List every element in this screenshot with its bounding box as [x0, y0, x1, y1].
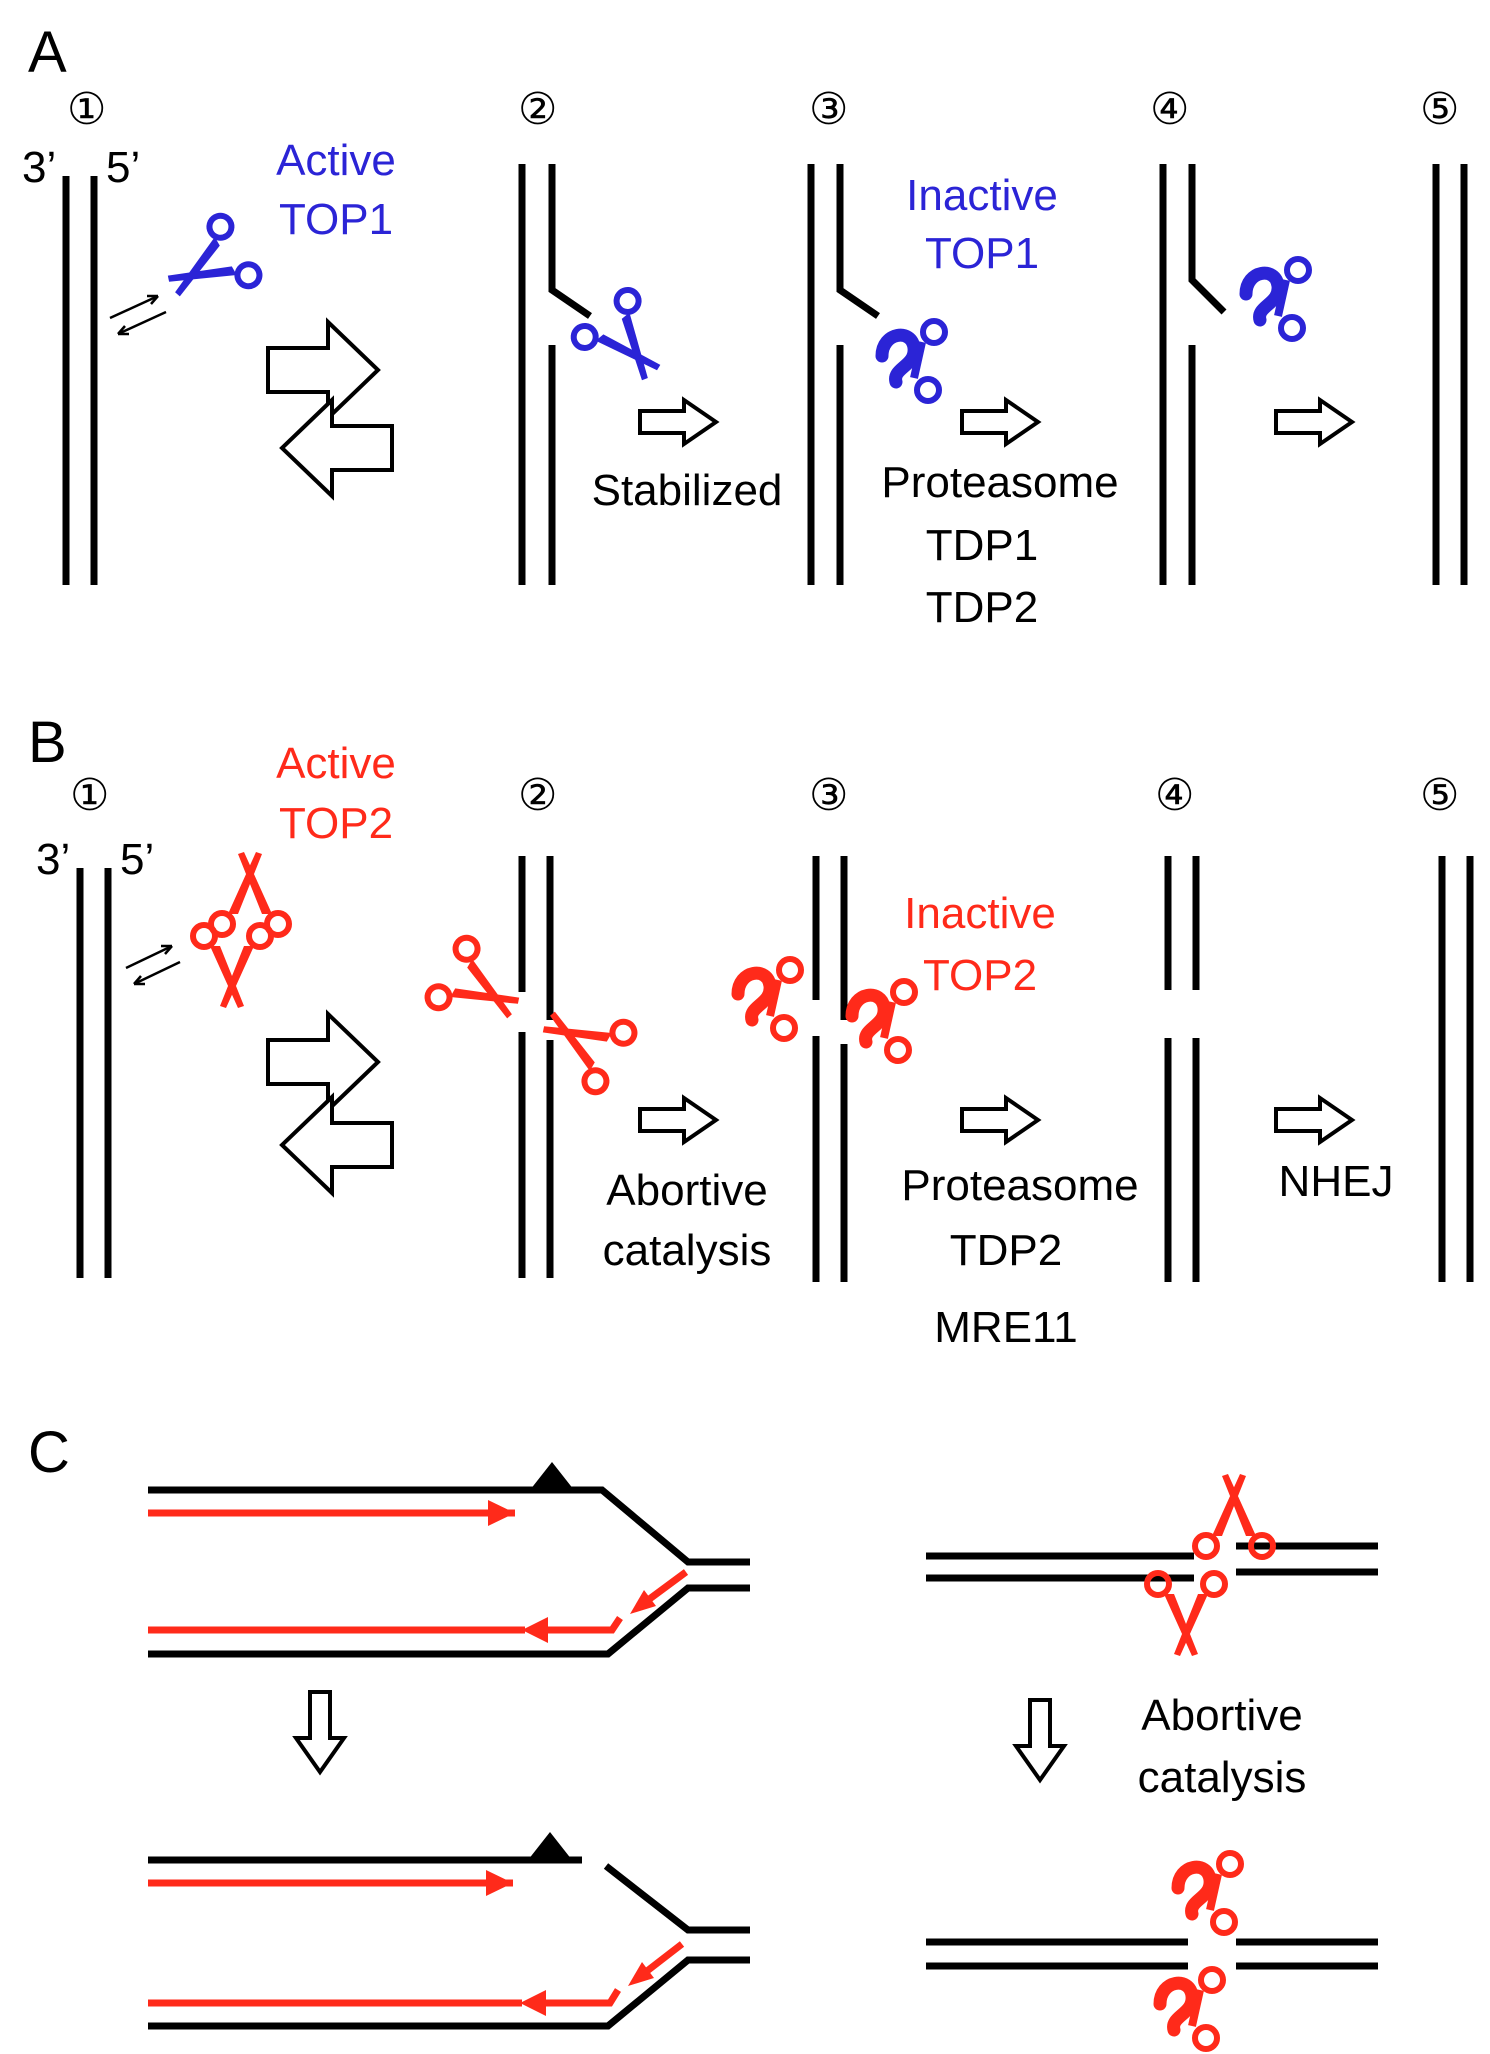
dna-top2-trapped-c [926, 1938, 1378, 1970]
small-arrow-icon-a3 [960, 398, 1040, 446]
active-top1-scissors-icon [153, 212, 264, 321]
top2-cleavage-scissors-icon-right [528, 987, 639, 1096]
dna-dsb-b4 [1164, 856, 1200, 1282]
replication-fork-top [148, 1462, 750, 1658]
dna-nicked-a4 [1159, 164, 1227, 585]
active-top2-label: Active [276, 739, 396, 788]
active-top2-label-2: TOP2 [279, 799, 393, 848]
active-top2-scissors-icon-bottom [193, 925, 271, 1008]
forward-arrow-icon-a [266, 320, 380, 420]
small-arrow-icon-b2 [638, 1096, 718, 1144]
inactive-top2-scissors-icon-left [738, 959, 801, 1039]
inactive-top1-label-2: TOP1 [925, 229, 1039, 278]
abortive-label-c-2: catalysis [1138, 1753, 1307, 1802]
repair-label-tdp2-a: TDP2 [926, 583, 1038, 632]
abortive-label-b: Abortive [606, 1166, 767, 1215]
replication-fork-bottom [148, 1832, 750, 2030]
stabilized-label: Stabilized [592, 466, 783, 515]
step-a-5: ⑤ [1420, 85, 1459, 134]
dna-duplex-a1 [62, 176, 98, 585]
dna-cleaved-b2 [518, 856, 554, 1278]
nhej-label: NHEJ [1279, 1157, 1394, 1206]
reverse-arrow-icon-a [280, 398, 394, 498]
equilibrium-arrows-a [109, 294, 167, 336]
step-b-4: ④ [1155, 771, 1194, 820]
active-top1-label: Active [276, 136, 396, 185]
top2-scissors-icon-c-bottom [1147, 1573, 1225, 1656]
repair-label-proteasome-a: Proteasome [881, 458, 1118, 507]
lesion-triangle-icon-2 [528, 1832, 572, 1860]
dna-repaired-b5 [1438, 856, 1474, 1282]
repair-label-tdp1-a: TDP1 [926, 521, 1038, 570]
end-label-3prime: 3’ [22, 143, 56, 192]
step-a-4: ④ [1150, 85, 1189, 134]
step-b-1: ① [70, 771, 109, 820]
panel-a-letter: A [28, 20, 67, 85]
active-top1-label-2: TOP1 [279, 195, 393, 244]
abortive-label-b-2: catalysis [603, 1226, 772, 1275]
dna-duplex-b1 [76, 868, 112, 1278]
end-label-5prime-b: 5’ [120, 835, 154, 884]
inactive-top2-scissors-icon-right [852, 981, 915, 1061]
end-label-5prime: 5’ [106, 143, 140, 192]
step-b-5: ⑤ [1420, 771, 1459, 820]
step-a-3: ③ [809, 85, 848, 134]
down-arrow-icon-c-right [1014, 1698, 1066, 1782]
inactive-top2-scissors-icon-c-bottom [1160, 1969, 1223, 2049]
panel-c-letter: C [28, 1420, 70, 1485]
inactive-top2-label: Inactive [904, 889, 1056, 938]
lesion-triangle-icon [530, 1462, 574, 1490]
reverse-arrow-icon-b [280, 1095, 394, 1195]
dna-nicked-a3 [807, 164, 880, 585]
step-b-2: ② [518, 771, 557, 820]
forward-arrow-icon-b [266, 1012, 380, 1112]
trapped-top1-scissors-icon [569, 285, 682, 399]
equilibrium-arrows-b [125, 944, 181, 986]
small-arrow-icon-a2 [638, 398, 718, 446]
top2-cleavage-scissors-icon-left [424, 934, 535, 1043]
panel-c: C [28, 1420, 1378, 2049]
repair-label-tdp2-b: TDP2 [950, 1226, 1062, 1275]
small-arrow-icon-b3 [960, 1096, 1040, 1144]
inactive-top2-label-2: TOP2 [923, 951, 1037, 1000]
end-label-3prime-b: 3’ [36, 835, 70, 884]
step-b-3: ③ [809, 771, 848, 820]
small-arrow-icon-a4 [1274, 398, 1354, 446]
repair-label-mre11-b: MRE11 [934, 1303, 1077, 1352]
small-arrow-icon-b4 [1274, 1096, 1354, 1144]
dna-cleaved-b3 [812, 856, 848, 1282]
inactive-top1-scissors-icon [882, 321, 945, 401]
panel-a: A ① ② ③ ④ ⑤ 3’ 5’ Active TOP1 [22, 20, 1468, 632]
panel-b-letter: B [28, 710, 67, 775]
active-top2-scissors-icon-top [211, 852, 289, 935]
inactive-top2-scissors-icon-c-top [1178, 1853, 1241, 1933]
inactive-top1-detached-scissors-icon [1246, 259, 1309, 339]
dna-nicked-a2 [518, 164, 592, 585]
dna-repaired-a5 [1432, 164, 1468, 585]
inactive-top1-label: Inactive [906, 171, 1058, 220]
step-a-2: ② [518, 85, 557, 134]
panel-b: B ① ② ③ ④ ⑤ 3’ 5’ Active TOP2 [28, 710, 1474, 1352]
step-a-1: ① [67, 85, 106, 134]
abortive-label-c: Abortive [1141, 1691, 1302, 1740]
down-arrow-icon-c-left [294, 1690, 346, 1774]
repair-label-proteasome-b: Proteasome [901, 1161, 1138, 1210]
